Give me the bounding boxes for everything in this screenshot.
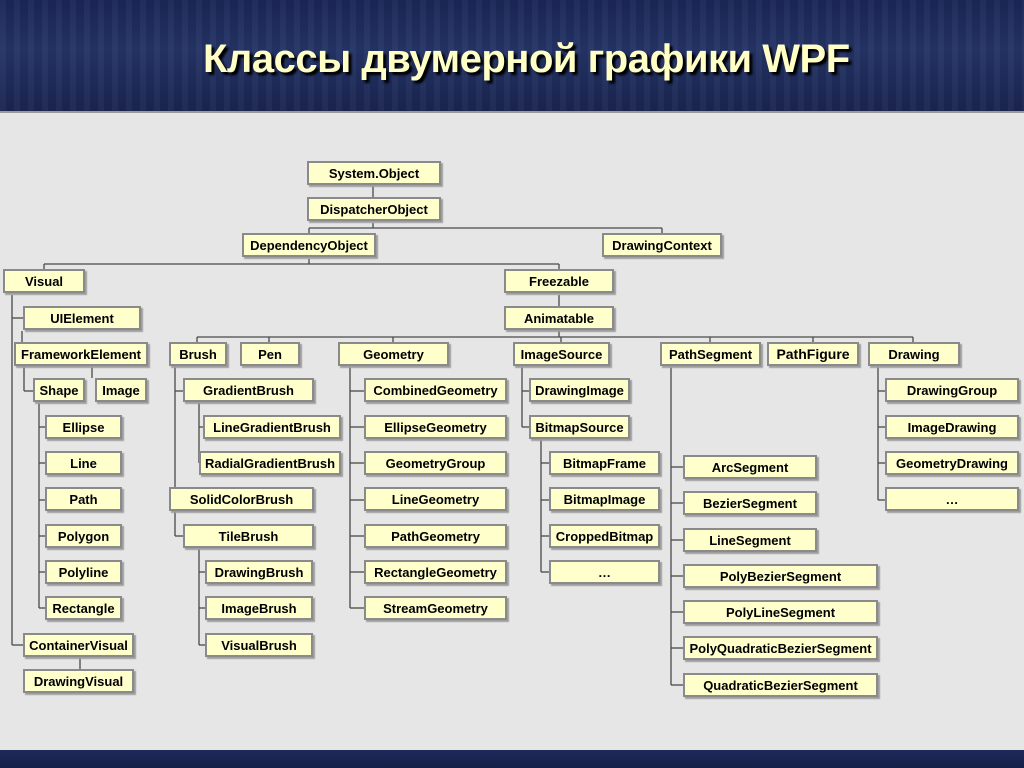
node-system-object: System.Object [307,161,441,185]
node-freezable: Freezable [504,269,614,293]
node-radial-gradient-brush: RadialGradientBrush [199,451,341,475]
node-image-drawing: ImageDrawing [885,415,1019,439]
node-drawing: Drawing [868,342,960,366]
node-container-visual: ContainerVisual [23,633,134,657]
node-polygon: Polygon [45,524,122,548]
node-image: Image [95,378,147,402]
node-image-brush: ImageBrush [205,596,313,620]
title-separator [0,111,1024,113]
node-tile-brush: TileBrush [183,524,314,548]
node-bitmap-image: BitmapImage [549,487,660,511]
node-path-segment: PathSegment [660,342,761,366]
node-bitmap-source: BitmapSource [529,415,630,439]
node-path-figure: PathFigure [767,342,859,366]
node-geometry-group: GeometryGroup [364,451,507,475]
node-combined-geometry: CombinedGeometry [364,378,507,402]
node-quadratic-bezier-segment: QuadraticBezierSegment [683,673,878,697]
footer-bar [0,750,1024,768]
node-rectangle: Rectangle [45,596,122,620]
node-visual: Visual [3,269,85,293]
node-ellipse: Ellipse [45,415,122,439]
node-drawing-context: DrawingContext [602,233,722,257]
node-shape: Shape [33,378,85,402]
node-bitmap-frame: BitmapFrame [549,451,660,475]
title-bar: Классы двумерной графики WPF [0,0,1024,111]
node-animatable: Animatable [504,306,614,330]
node-path-geometry: PathGeometry [364,524,507,548]
node-geometry: Geometry [338,342,449,366]
node-ui-element: UIElement [23,306,141,330]
node-solid-color-brush: SolidColorBrush [169,487,314,511]
node-drawing-brush: DrawingBrush [205,560,313,584]
node-gradient-brush: GradientBrush [183,378,314,402]
node-rectangle-geometry: RectangleGeometry [364,560,507,584]
node-line-segment: LineSegment [683,528,817,552]
node-drawing-more: … [885,487,1019,511]
node-bitmap-more: … [549,560,660,584]
node-stream-geometry: StreamGeometry [364,596,507,620]
node-poly-line-segment: PolyLineSegment [683,600,878,624]
node-poly-quadratic-bezier-segment: PolyQuadraticBezierSegment [683,636,878,660]
node-line-gradient-brush: LineGradientBrush [203,415,341,439]
node-line-geometry: LineGeometry [364,487,507,511]
node-image-source: ImageSource [513,342,610,366]
node-arc-segment: ArcSegment [683,455,817,479]
node-brush: Brush [169,342,227,366]
node-polyline: Polyline [45,560,122,584]
node-geometry-drawing: GeometryDrawing [885,451,1019,475]
node-pen: Pen [240,342,300,366]
node-poly-bezier-segment: PolyBezierSegment [683,564,878,588]
node-path: Path [45,487,122,511]
slide-title: Классы двумерной графики WPF [203,37,850,81]
node-drawing-visual: DrawingVisual [23,669,134,693]
node-cropped-bitmap: CroppedBitmap [549,524,660,548]
node-dispatcher-object: DispatcherObject [307,197,441,221]
node-dependency-object: DependencyObject [242,233,376,257]
node-bezier-segment: BezierSegment [683,491,817,515]
node-visual-brush: VisualBrush [205,633,313,657]
node-line: Line [45,451,122,475]
node-ellipse-geometry: EllipseGeometry [364,415,507,439]
node-drawing-image: DrawingImage [529,378,630,402]
node-framework-element: FrameworkElement [14,342,148,366]
node-drawing-group: DrawingGroup [885,378,1019,402]
